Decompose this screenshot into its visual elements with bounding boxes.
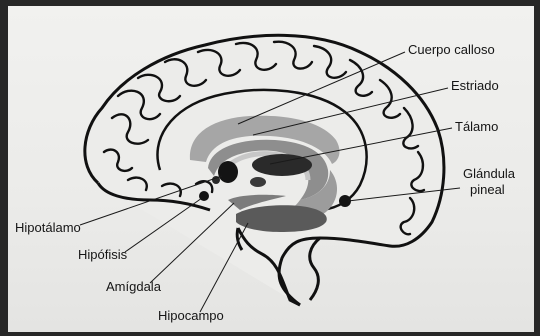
label-corpus-callosum: Cuerpo calloso [408,42,495,57]
hippocampus [236,205,327,232]
label-amygdala: Amígdala [106,279,162,294]
label-striatum: Estriado [451,78,499,93]
label-hippocampus: Hipocampo [158,308,224,323]
label-pineal-line2: pineal [470,182,505,197]
label-pituitary: Hipófisis [78,247,128,262]
cerebellum-outline [310,238,320,300]
label-hypothalamus: Hipotálamo [15,220,81,235]
thalamus-small [250,177,266,187]
label-thalamus: Tálamo [455,119,498,134]
label-pineal-line1: Glándula [463,166,516,181]
hypothalamus [218,161,238,183]
